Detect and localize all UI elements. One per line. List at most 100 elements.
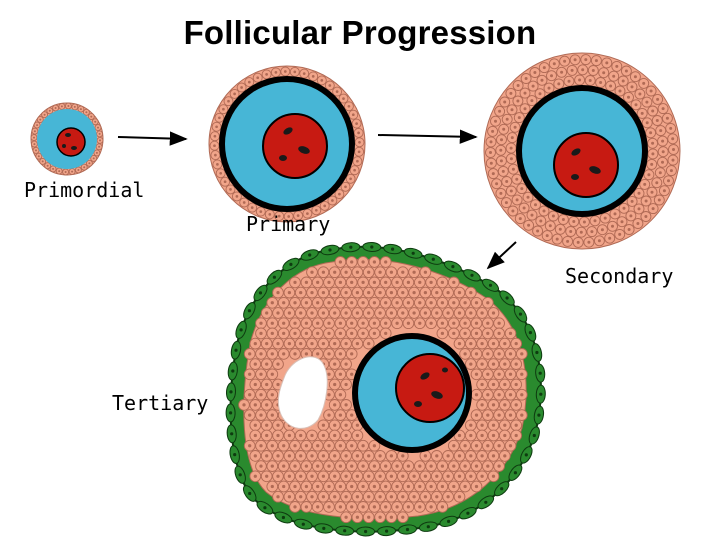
granulosa-cell-nucleus — [310, 270, 314, 274]
granulosa-cell-nucleus — [517, 116, 521, 120]
granulosa-cell-nucleus — [401, 454, 405, 458]
granulosa-cell-nucleus — [547, 86, 551, 90]
granulosa-cell-nucleus — [253, 454, 257, 458]
granulosa-cell-nucleus — [293, 484, 297, 489]
granulosa-cell-nucleus — [499, 191, 503, 195]
granulosa-cell-nucleus — [355, 290, 360, 295]
granulosa-cell-nucleus — [463, 352, 467, 356]
granulosa-cell-nucleus — [491, 382, 496, 387]
granulosa-cell-nucleus — [389, 290, 394, 295]
granulosa-cell-nucleus — [248, 372, 252, 376]
granulosa-cell-nucleus — [671, 158, 675, 162]
granulosa-cell-nucleus — [644, 199, 648, 203]
granulosa-cell-nucleus — [293, 331, 297, 336]
granulosa-cell-nucleus — [429, 484, 433, 489]
granulosa-cell-nucleus — [338, 393, 343, 397]
chromatin — [62, 133, 77, 150]
granulosa-cell-nucleus — [344, 474, 348, 478]
granulosa-cell-nucleus — [638, 92, 642, 96]
granulosa-cell-nucleus — [655, 181, 659, 185]
arrow-primordial-to-primary — [117, 131, 188, 146]
granulosa-cell-nucleus — [351, 113, 355, 117]
granulosa-cell-nucleus — [270, 444, 274, 448]
granulosa-cell-nucleus — [401, 474, 405, 478]
granulosa-cell-nucleus — [367, 474, 371, 478]
granulosa-cell-nucleus — [569, 230, 573, 233]
granulosa-cell-nucleus — [508, 444, 513, 448]
nucleus — [553, 132, 619, 198]
granulosa-cell-nucleus — [270, 301, 274, 305]
granulosa-cell-nucleus — [256, 76, 260, 80]
granulosa-cell-nucleus — [333, 362, 337, 366]
granulosa-cell-nucleus — [412, 311, 416, 315]
theca-cell-nucleus — [370, 245, 374, 249]
granulosa-cell-nucleus — [480, 311, 484, 315]
granulosa-cell-nucleus — [39, 118, 42, 121]
granulosa-cell-nucleus — [551, 214, 555, 218]
granulosa-cell-nucleus — [452, 331, 456, 336]
granulosa-cell-nucleus — [355, 270, 360, 274]
granulosa-cell-nucleus — [508, 413, 513, 417]
granulosa-cell-nucleus — [259, 413, 263, 417]
granulosa-cell-nucleus — [235, 195, 239, 198]
granulosa-cell-nucleus — [389, 495, 394, 499]
granulosa-cell-nucleus — [293, 464, 297, 468]
granulosa-cell-nucleus — [327, 301, 331, 305]
granulosa-cell-nucleus — [276, 382, 280, 387]
granulosa-cell-nucleus — [372, 321, 377, 325]
granulosa-cell-nucleus — [520, 187, 524, 191]
granulosa-cell-nucleus — [469, 311, 473, 315]
granulosa-cell-nucleus — [429, 505, 433, 509]
granulosa-cell-nucleus — [333, 423, 337, 427]
tertiary-follicle — [225, 241, 546, 537]
granulosa-cell-nucleus — [491, 454, 496, 458]
granulosa-cell-nucleus — [316, 505, 320, 509]
granulosa-cell-nucleus — [491, 433, 496, 438]
granulosa-cell-nucleus — [463, 331, 467, 336]
granulosa-cell-nucleus — [361, 301, 365, 305]
granulosa-cell-nucleus — [497, 413, 501, 417]
granulosa-cell-nucleus — [429, 280, 433, 285]
granulosa-cell-nucleus — [338, 444, 343, 448]
granulosa-cell-nucleus — [384, 484, 388, 489]
theca-cell-nucleus — [431, 257, 435, 261]
granulosa-cell-nucleus — [321, 474, 326, 478]
granulosa-cell-nucleus — [299, 341, 303, 346]
granulosa-cell-nucleus — [384, 331, 388, 336]
granulosa-cell-nucleus — [310, 454, 314, 458]
granulosa-cell-nucleus — [463, 444, 467, 448]
granulosa-cell-nucleus — [240, 86, 243, 89]
granulosa-cell-nucleus — [253, 382, 257, 387]
nucleus — [262, 113, 328, 179]
granulosa-cell-nucleus — [229, 188, 232, 191]
granulosa-cell-nucleus — [523, 91, 527, 95]
granulosa-cell-nucleus — [338, 352, 343, 356]
granulosa-cell-nucleus — [304, 301, 309, 305]
granulosa-cell-nucleus — [282, 331, 286, 336]
granulosa-cell-nucleus — [656, 97, 660, 101]
granulosa-cell-nucleus — [536, 229, 540, 233]
granulosa-cell-nucleus — [299, 290, 303, 295]
granulosa-cell-nucleus — [344, 311, 348, 315]
granulosa-cell-nucleus — [355, 474, 360, 478]
granulosa-cell-nucleus — [327, 464, 331, 468]
granulosa-cell-nucleus — [333, 311, 337, 315]
granulosa-cell-nucleus — [356, 159, 359, 163]
granulosa-cell-nucleus — [630, 199, 634, 203]
granulosa-cell-nucleus — [560, 70, 564, 74]
granulosa-cell-nucleus — [463, 321, 467, 325]
granulosa-cell-nucleus — [276, 433, 280, 438]
granulosa-cell-nucleus — [440, 505, 445, 509]
granulosa-cell-nucleus — [489, 161, 493, 165]
granulosa-cell-nucleus — [474, 393, 479, 397]
granulosa-cell-nucleus — [338, 484, 343, 489]
granulosa-cell-nucleus — [353, 168, 356, 172]
granulosa-cell-nucleus — [567, 79, 571, 83]
granulosa-cell-nucleus — [349, 177, 352, 181]
granulosa-cell-nucleus — [99, 139, 101, 142]
granulosa-cell-nucleus — [659, 129, 663, 133]
granulosa-cell-nucleus — [406, 484, 411, 489]
granulosa-cell-nucleus — [358, 140, 361, 144]
granulosa-cell-nucleus — [367, 454, 371, 458]
granulosa-cell-nucleus — [355, 122, 358, 125]
